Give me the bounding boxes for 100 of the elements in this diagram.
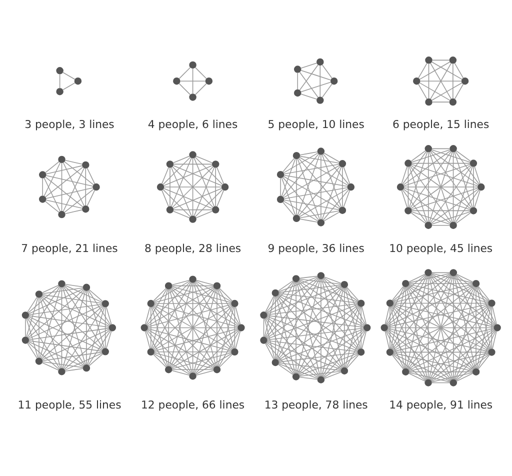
connector: [106, 330, 112, 349]
connector: [42, 295, 110, 327]
connector: [42, 361, 84, 368]
connector: [320, 278, 322, 377]
connector: [392, 354, 426, 381]
connector: [386, 275, 426, 326]
node-circle: [357, 348, 365, 356]
connector: [360, 306, 362, 349]
connector: [194, 67, 207, 79]
label: 8 people, 28 lines: [144, 242, 242, 255]
connector: [418, 84, 428, 100]
connector: [284, 187, 348, 200]
connector: [195, 353, 232, 375]
connector: [42, 284, 60, 294]
connector: [192, 68, 194, 94]
node-circle: [260, 336, 268, 344]
connector: [172, 165, 222, 186]
connector: [263, 318, 264, 338]
connector: [454, 166, 473, 222]
connector: [408, 273, 450, 284]
connector: [44, 177, 61, 212]
connector: [28, 286, 60, 314]
connector: [172, 166, 214, 208]
connector: [408, 166, 428, 222]
node-circle: [102, 348, 109, 356]
connector: [26, 342, 38, 359]
connector: [26, 296, 38, 313]
connector: [64, 284, 84, 288]
connector: [194, 306, 234, 374]
connector: [266, 342, 319, 378]
connector: [392, 306, 452, 380]
connector: [264, 296, 274, 313]
connector: [278, 284, 342, 293]
connector: [46, 165, 83, 174]
node-circle: [294, 89, 302, 97]
connector: [264, 296, 275, 338]
label: 14 people, 91 lines: [389, 398, 493, 412]
connector: [276, 278, 320, 360]
node-circle: [340, 280, 348, 288]
connector: [392, 354, 404, 370]
connector: [387, 328, 474, 371]
connector: [322, 278, 366, 326]
connector: [59, 74, 60, 89]
node-circle: [38, 171, 46, 178]
connector: [196, 210, 213, 218]
connector: [28, 315, 110, 328]
node-circle: [221, 183, 229, 191]
connector: [346, 286, 360, 302]
connector: [42, 362, 60, 371]
node-circle: [108, 324, 116, 332]
connector: [384, 306, 390, 325]
connector: [42, 328, 110, 360]
connector: [153, 304, 232, 351]
connector: [430, 166, 472, 224]
connector: [299, 188, 348, 218]
connector: [420, 80, 462, 82]
connector: [410, 166, 452, 223]
node-circle: [58, 280, 66, 288]
connector: [281, 177, 296, 216]
connector: [346, 287, 366, 325]
connector: [151, 288, 168, 350]
connector: [152, 354, 167, 368]
connector: [194, 156, 224, 186]
connector: [478, 286, 490, 302]
node-circle: [449, 56, 457, 64]
node-circle: [450, 145, 457, 152]
connector: [344, 288, 361, 350]
node-circle: [472, 368, 480, 376]
connector: [429, 286, 475, 380]
connector: [195, 280, 232, 302]
connector: [431, 149, 471, 163]
node-circle: [470, 160, 478, 167]
connector: [320, 154, 322, 220]
connector: [276, 296, 320, 378]
node-circle: [140, 324, 148, 332]
connector: [266, 303, 358, 316]
connector: [346, 330, 366, 368]
node-circle: [450, 269, 458, 276]
connector: [146, 330, 191, 374]
connector: [418, 62, 428, 79]
connector: [278, 328, 364, 362]
node-circle: [380, 324, 388, 332]
connector: [151, 306, 168, 367]
connector: [180, 80, 206, 82]
connector: [40, 297, 62, 369]
connector: [392, 285, 474, 350]
connector: [44, 200, 60, 213]
node-circle: [58, 210, 66, 218]
connector: [299, 370, 342, 377]
connector: [61, 162, 62, 212]
connector: [478, 354, 490, 370]
connector: [404, 186, 478, 188]
connector: [456, 274, 490, 302]
node-circle: [292, 152, 300, 160]
connector: [194, 188, 224, 218]
node-circle: [402, 280, 410, 288]
connector: [456, 354, 490, 381]
node-circle: [461, 77, 469, 85]
connector: [474, 190, 481, 208]
node-circle: [231, 348, 238, 356]
